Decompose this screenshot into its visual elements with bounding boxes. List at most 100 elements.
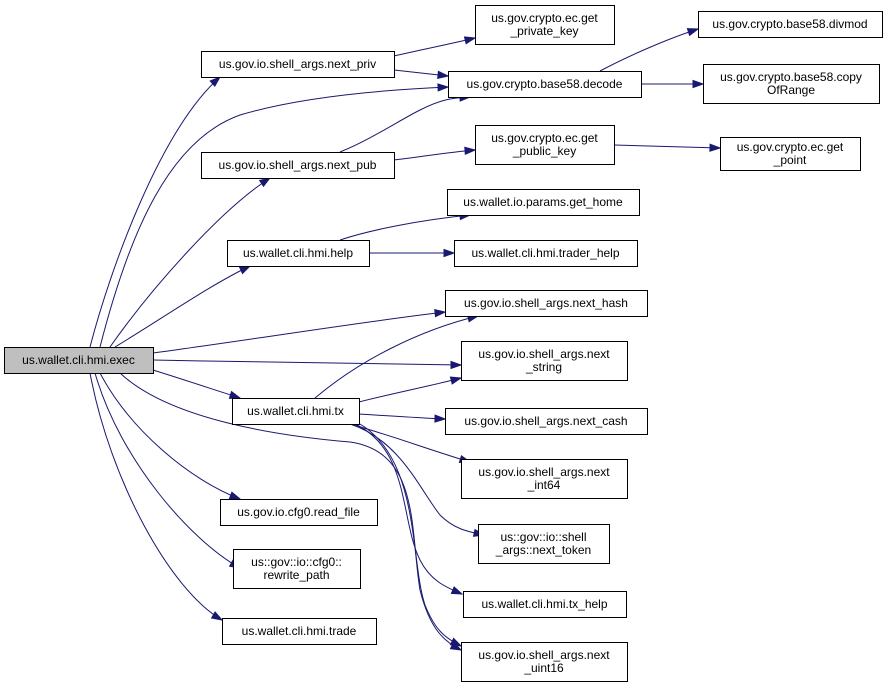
edge-next_pub-to-ec_get_public_key xyxy=(393,146,477,161)
edge-arrowhead xyxy=(450,586,464,595)
edge-arrowhead xyxy=(228,390,242,399)
node-ec-get-point[interactable]: us.gov.crypto.ec.get_point xyxy=(720,137,861,171)
node-hmi-trade[interactable]: us.wallet.cli.hmi.trade xyxy=(222,618,377,645)
node-box xyxy=(461,642,628,682)
node-box xyxy=(222,618,377,645)
node-next-pub[interactable]: us.gov.io.shell_args.next_pub xyxy=(201,152,395,179)
node-box xyxy=(698,11,883,38)
edge-line xyxy=(99,372,241,500)
node-tx-help[interactable]: us.wallet.cli.hmi.tx_help xyxy=(463,591,627,618)
node-next-token[interactable]: us::gov::io::shell_args::next_token xyxy=(478,524,610,564)
node-box xyxy=(448,71,642,98)
edge-line xyxy=(613,144,721,149)
edge-hmi_tx-to-tx_help xyxy=(354,423,464,595)
node-label: _uint16 xyxy=(523,661,564,675)
node-box xyxy=(220,499,378,526)
node-cfg0-read-file[interactable]: us.gov.io.cfg0.read_file xyxy=(220,499,378,526)
edge-next_pub-to-base58_decode xyxy=(339,93,472,153)
node-label: us.gov.crypto.ec.get xyxy=(491,131,598,145)
node-ec-get-public-key[interactable]: us.gov.crypto.ec.get_public_key xyxy=(475,125,615,165)
node-hmi-tx[interactable]: us.wallet.cli.hmi.tx xyxy=(232,398,360,425)
edge-line xyxy=(349,423,485,536)
node-cfg0-rewrite-path[interactable]: us::gov::io::cfg0::rewrite_path xyxy=(233,549,361,589)
node-box xyxy=(454,240,638,267)
node-label: us.wallet.io.params.get_home xyxy=(463,195,623,209)
node-base58-divmod[interactable]: us.gov.crypto.base58.divmod xyxy=(698,11,883,38)
node-base58-decode[interactable]: us.gov.crypto.base58.decode xyxy=(448,71,642,98)
edge-arrowhead xyxy=(210,611,224,621)
node-label: us.gov.io.shell_args.next xyxy=(478,347,610,361)
edge-exec-to-cfg0_read_file xyxy=(99,372,242,500)
edge-hmi_tx-to-next_uint16 xyxy=(359,423,463,647)
node-label: rewrite_path xyxy=(263,568,329,582)
edge-line xyxy=(339,96,471,153)
node-box xyxy=(445,290,648,317)
node-label: _private_key xyxy=(509,24,578,38)
node-next-cash[interactable]: us.gov.io.shell_args.next_cash xyxy=(445,408,648,435)
node-label: us.gov.crypto.base58.divmod xyxy=(712,17,867,31)
node-trader-help[interactable]: us.wallet.cli.hmi.trader_help xyxy=(454,240,638,267)
edge-line xyxy=(99,86,449,348)
edge-arrowhead xyxy=(709,143,722,152)
node-ec-get-private-key[interactable]: us.gov.crypto.ec.get_private_key xyxy=(475,5,615,45)
edges-layer xyxy=(89,28,722,651)
edge-hmi_tx-to-next_cash xyxy=(358,413,447,423)
node-label: OfRange xyxy=(767,83,815,97)
node-label: us.gov.io.shell_args.next_hash xyxy=(464,296,628,310)
edge-line xyxy=(354,423,463,595)
node-label: _int64 xyxy=(527,478,561,492)
edge-line xyxy=(89,372,223,621)
edge-arrowhead xyxy=(434,414,447,423)
edge-base58_decode-to-base58_divmod xyxy=(599,28,700,72)
edge-line xyxy=(94,372,241,569)
edge-exec-to-hmi_trade xyxy=(89,372,224,621)
node-label: us.gov.io.shell_args.next xyxy=(478,465,610,479)
node-params-get-home[interactable]: us.wallet.io.params.get_home xyxy=(447,189,640,216)
edge-line xyxy=(358,377,462,403)
node-box xyxy=(445,408,648,435)
node-box xyxy=(4,347,154,374)
node-box xyxy=(447,189,640,216)
node-label: _args::next_token xyxy=(495,543,591,557)
node-hmi-help[interactable]: us.wallet.cli.hmi.help xyxy=(227,240,370,267)
edge-arrowhead xyxy=(692,79,705,89)
node-label: us::gov::io::cfg0:: xyxy=(251,555,342,569)
node-label: us.wallet.cli.hmi.trader_help xyxy=(471,246,619,260)
node-label: us.wallet.cli.hmi.tx xyxy=(247,404,344,418)
node-exec[interactable]: us.wallet.cli.hmi.exec xyxy=(4,347,154,374)
node-next-priv[interactable]: us.gov.io.shell_args.next_priv xyxy=(201,51,395,78)
edge-exec-to-next_string xyxy=(152,359,463,370)
node-label: us.gov.crypto.ec.get xyxy=(737,140,844,154)
edge-exec-to-hmi_tx xyxy=(152,369,242,399)
node-label: us.gov.io.shell_args.next xyxy=(478,648,610,662)
edge-arrowhead xyxy=(228,491,242,500)
edge-hmi_help-to-params_get_home xyxy=(339,211,472,241)
edge-hmi_tx-to-next_hash xyxy=(314,314,480,399)
node-next-uint16[interactable]: us.gov.io.shell_args.next_uint16 xyxy=(461,642,628,682)
node-box xyxy=(475,125,615,165)
node-label: us.gov.io.shell_args.next_pub xyxy=(219,158,377,172)
edge-arrowhead xyxy=(437,70,450,80)
edge-arrowhead xyxy=(434,309,447,318)
node-box xyxy=(461,341,628,381)
node-label: _point xyxy=(773,153,807,167)
node-box xyxy=(201,51,395,78)
edge-line xyxy=(89,76,221,348)
node-next-int64[interactable]: us.gov.io.shell_args.next_int64 xyxy=(461,459,628,499)
node-label: _string xyxy=(525,360,562,374)
node-label: us.gov.crypto.base58.copy xyxy=(720,70,862,84)
node-next-hash[interactable]: us.gov.io.shell_args.next_hash xyxy=(445,290,648,317)
node-label: _public_key xyxy=(512,144,576,158)
edge-line xyxy=(109,177,271,348)
edge-line xyxy=(339,214,471,241)
node-box xyxy=(703,64,880,104)
node-box xyxy=(478,524,610,564)
edge-line xyxy=(359,423,462,647)
edge-line xyxy=(349,423,471,463)
edge-ec_get_public_key-to-ec_get_point xyxy=(613,143,722,152)
node-next-string[interactable]: us.gov.io.shell_args.next_string xyxy=(461,341,628,381)
edge-arrowhead xyxy=(449,376,463,385)
node-box xyxy=(227,240,370,267)
edge-arrowhead xyxy=(463,36,477,45)
